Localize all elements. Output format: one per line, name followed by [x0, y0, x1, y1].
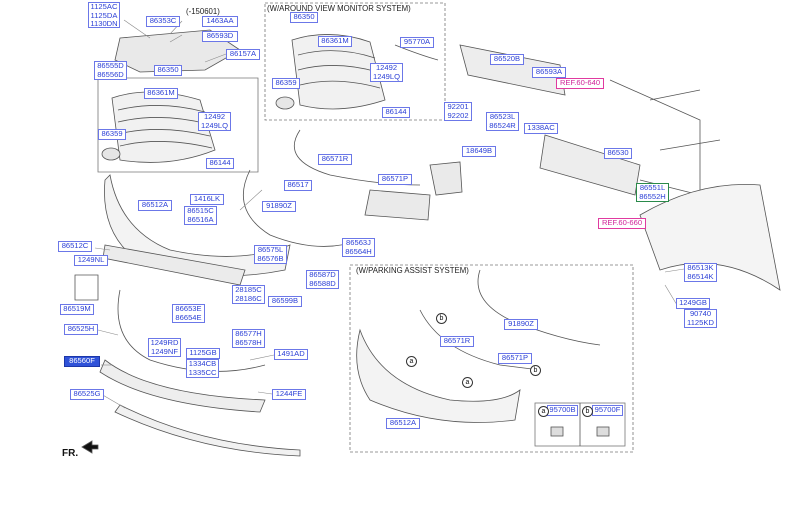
part-label-86551l[interactable]: 86551L 86552H	[636, 183, 669, 202]
part-label-86571r-pas[interactable]: 86571R	[440, 336, 474, 347]
leader-lines	[94, 19, 685, 409]
part-label-86512a-pas[interactable]: 86512A	[386, 418, 420, 429]
part-label-86653e[interactable]: 86653E 86654E	[172, 304, 205, 323]
around-view-title: (W/AROUND VIEW MONITOR SYSTEM)	[267, 4, 411, 13]
part-label-95700f[interactable]: 95700F	[592, 405, 623, 416]
part-label-86512c[interactable]: 86512C	[58, 241, 92, 252]
callout-b-legend: b	[582, 406, 593, 417]
part-label-86593d[interactable]: 86593D	[202, 31, 238, 42]
part-label-86353c[interactable]: 86353C	[146, 16, 180, 27]
part-label-86515c[interactable]: 86515C 86516A	[184, 206, 217, 225]
part-label-86575l[interactable]: 86575L 86576B	[254, 245, 287, 264]
part-label-95700b[interactable]: 95700B	[547, 405, 578, 416]
date-range-note: (-150601)	[186, 7, 220, 16]
part-label-86523l[interactable]: 86523L 86524R	[486, 112, 519, 131]
front-bumper-cover-part	[104, 174, 291, 277]
part-label-1249rd[interactable]: 1249RD 1249NF	[148, 338, 181, 357]
part-label-86157a[interactable]: 86157A	[226, 49, 260, 60]
around-view-box	[264, 2, 446, 121]
part-label-91890z[interactable]: 91890Z	[262, 201, 296, 212]
callout-a-legend: a	[538, 406, 549, 417]
callout-b-marker-2: b	[530, 365, 541, 376]
part-label-86512a[interactable]: 86512A	[138, 200, 172, 211]
part-label-1125ac[interactable]: 1125AC 1125DA 1130DN	[88, 2, 120, 28]
front-direction-arrow-icon	[81, 440, 99, 454]
part-label-86563j[interactable]: 86563J 86564H	[342, 238, 375, 257]
part-label-86520b[interactable]: 86520B	[490, 54, 524, 65]
part-label-86599b[interactable]: 86599B	[268, 296, 302, 307]
fog-lamp-part	[429, 161, 463, 196]
part-label-12492[interactable]: 12492 1249LQ	[198, 112, 231, 131]
part-label-1416lk[interactable]: 1416LK	[190, 194, 224, 205]
ref-label-60-640[interactable]: REF.60-640	[556, 78, 604, 89]
part-label-86359-avm[interactable]: 86359	[272, 78, 300, 89]
part-label-92201[interactable]: 92201 92202	[444, 102, 472, 121]
part-label-86350[interactable]: 86350	[154, 65, 182, 76]
part-label-91890z-pas[interactable]: 91890Z	[504, 319, 538, 330]
part-label-86593a[interactable]: 86593A	[532, 67, 566, 78]
part-label-1491ad[interactable]: 1491AD	[274, 349, 308, 360]
front-direction-label: FR.	[62, 448, 79, 459]
part-label-18649b[interactable]: 18649B	[462, 146, 496, 157]
part-label-86144[interactable]: 86144	[206, 158, 234, 169]
part-label-86361m[interactable]: 86361M	[144, 88, 178, 99]
part-label-86587d[interactable]: 86587D 86588D	[306, 270, 339, 289]
part-label-86560f-selected[interactable]: 86560F	[64, 356, 100, 367]
part-label-86517[interactable]: 86517	[284, 180, 312, 191]
part-label-95770a[interactable]: 95770A	[400, 37, 434, 48]
part-label-1249gb[interactable]: 1249GB	[676, 298, 710, 309]
part-label-86513k[interactable]: 86513K 86514K	[684, 263, 717, 282]
part-label-90740[interactable]: 90740 1125KD	[684, 309, 717, 328]
part-label-86525g[interactable]: 86525G	[70, 389, 104, 400]
part-label-86361m-avm[interactable]: 86361M	[318, 36, 352, 47]
parking-assist-title: (W/PARKING ASSIST SYSTEM)	[356, 266, 469, 275]
part-label-86571p-pas[interactable]: 86571P	[498, 353, 532, 364]
part-label-86571p[interactable]: 86571P	[378, 174, 412, 185]
callout-b-marker: b	[436, 313, 447, 324]
part-label-86350-avm[interactable]: 86350	[290, 12, 318, 23]
part-label-86577h[interactable]: 86577H 86578H	[232, 329, 265, 348]
callout-a-marker: a	[406, 356, 417, 367]
part-label-86530[interactable]: 86530	[604, 148, 632, 159]
around-view-grille-part	[291, 34, 386, 110]
parking-assist-box	[349, 264, 634, 453]
part-label-1125gb[interactable]: 1125GB	[186, 348, 220, 359]
part-label-28185c[interactable]: 28185C 28186C	[232, 285, 265, 304]
emblem-part	[101, 147, 121, 161]
parking-assist-bumper-part	[356, 328, 521, 423]
part-label-86359[interactable]: 86359	[98, 129, 126, 140]
part-label-86555d[interactable]: 86555D 86556D	[94, 61, 127, 80]
part-label-86525h[interactable]: 86525H	[64, 324, 98, 335]
part-label-1249nl[interactable]: 1249NL	[74, 255, 108, 266]
diagram-linework	[74, 2, 781, 457]
grille-group-box	[97, 77, 259, 173]
part-label-1463aa[interactable]: 1463AA	[202, 16, 238, 27]
part-label-1244fe[interactable]: 1244FE	[272, 389, 306, 400]
part-label-12492-avm[interactable]: 12492 1249LQ	[370, 63, 403, 82]
part-label-86144-avm[interactable]: 86144	[382, 107, 410, 118]
bumper-absorber-part	[459, 44, 566, 96]
part-label-1334cb[interactable]: 1334CB 1335CC	[186, 359, 219, 378]
part-label-86571r[interactable]: 86571R	[318, 154, 352, 165]
bumper-beam-part	[539, 134, 641, 196]
part-label-1338ac[interactable]: 1338AC	[524, 123, 558, 134]
lower-bumper-part	[99, 359, 266, 413]
radiator-grille-part	[111, 91, 216, 163]
ref-label-60-660[interactable]: REF.60-660	[598, 218, 646, 229]
part-label-86519m[interactable]: 86519M	[60, 304, 94, 315]
callout-a-marker-2: a	[462, 377, 473, 388]
